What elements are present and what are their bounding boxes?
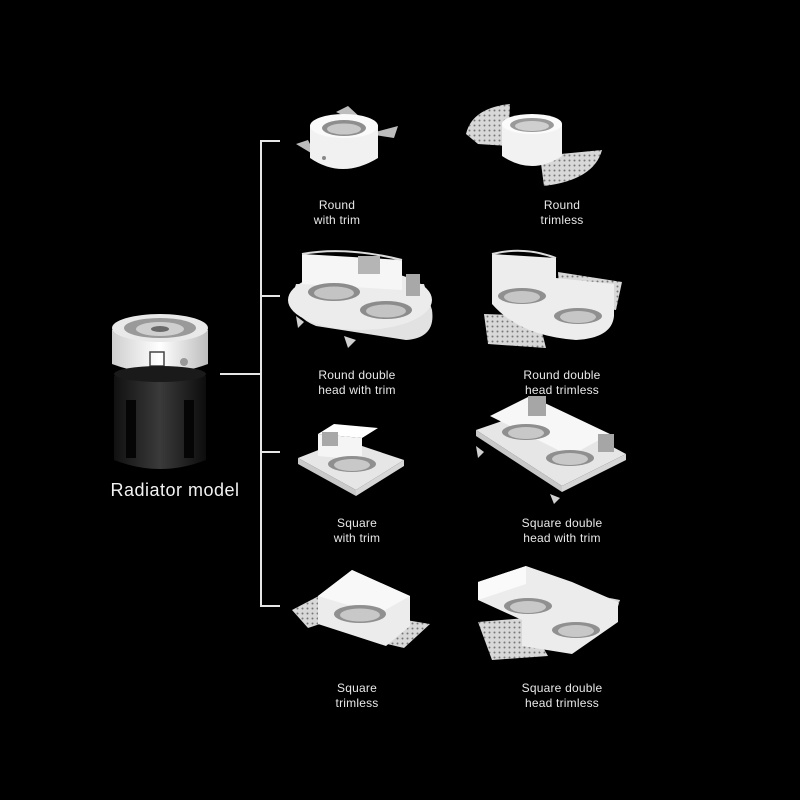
radiator-model-image: [112, 314, 208, 469]
round-double-with-trim-image: [288, 250, 433, 348]
square-trimless-image: [292, 570, 430, 648]
square-double-with-trim-image: [476, 396, 626, 504]
square-with-trim-image: [298, 424, 404, 496]
radiator-model-label: Radiator model: [110, 480, 240, 500]
round-with-trim-image: [296, 106, 398, 169]
square-double-trimless-image: [478, 566, 620, 660]
round-double-trimless-image: [484, 249, 622, 348]
round-trimless-image: [466, 104, 602, 186]
